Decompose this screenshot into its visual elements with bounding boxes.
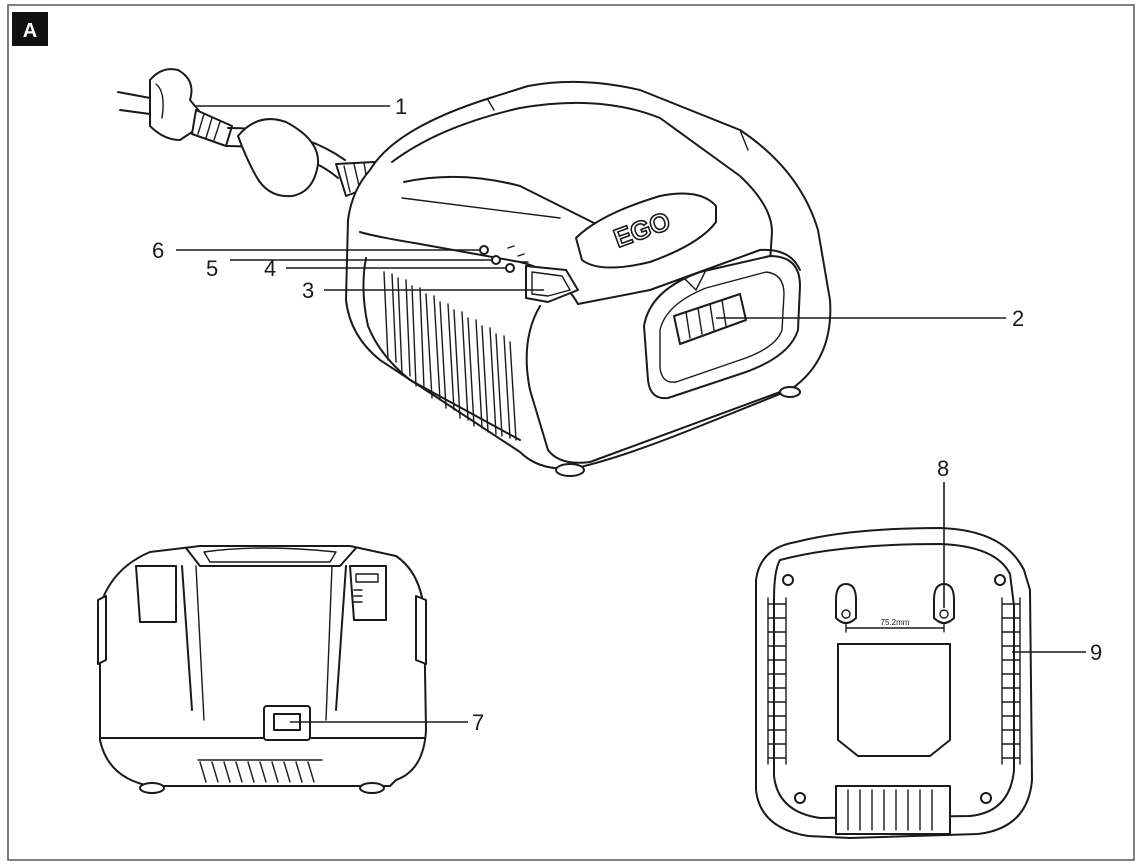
power-cord xyxy=(225,118,379,198)
svg-text:8: 8 xyxy=(937,456,949,481)
led-4 xyxy=(505,263,515,273)
brand-logo: EGO xyxy=(575,192,717,269)
power-inlet xyxy=(263,705,311,741)
rating-label-plate xyxy=(837,643,951,757)
callout-3: 3 xyxy=(302,278,544,303)
callout-6: 6 xyxy=(152,238,480,263)
callout-7: 7 xyxy=(290,710,484,735)
callout-5: 5 xyxy=(206,256,492,281)
svg-text:2: 2 xyxy=(1012,306,1024,331)
callout-1: 1 xyxy=(196,94,407,119)
charger-rear-view xyxy=(97,545,427,794)
svg-text:3: 3 xyxy=(302,278,314,303)
led-6 xyxy=(479,245,489,255)
side-vents xyxy=(767,597,1021,765)
callout-8: 8 xyxy=(937,456,949,608)
svg-text:5: 5 xyxy=(206,256,218,281)
panel-label: A xyxy=(12,12,48,46)
charger-perspective-view: EGO xyxy=(117,68,832,477)
svg-text:9: 9 xyxy=(1090,640,1102,665)
svg-text:1: 1 xyxy=(395,94,407,119)
panel-letter: A xyxy=(23,20,37,42)
callout-4: 4 xyxy=(264,256,506,281)
charger-underside-view: 75.2mm xyxy=(755,527,1033,839)
led-5 xyxy=(491,255,501,265)
battery-port xyxy=(643,255,801,400)
svg-text:4: 4 xyxy=(264,256,276,281)
callout-9: 9 xyxy=(1012,640,1102,665)
status-window xyxy=(525,265,579,303)
figure-frame xyxy=(7,4,1135,861)
callout-2: 2 xyxy=(716,306,1024,331)
svg-text:7: 7 xyxy=(472,710,484,735)
wall-mount-hole-left xyxy=(835,583,857,624)
svg-text:6: 6 xyxy=(152,238,164,263)
rear-body xyxy=(99,545,427,787)
vent-grille xyxy=(362,257,521,441)
power-plug xyxy=(117,68,233,147)
hole-distance-label: 75.2mm xyxy=(881,618,910,627)
